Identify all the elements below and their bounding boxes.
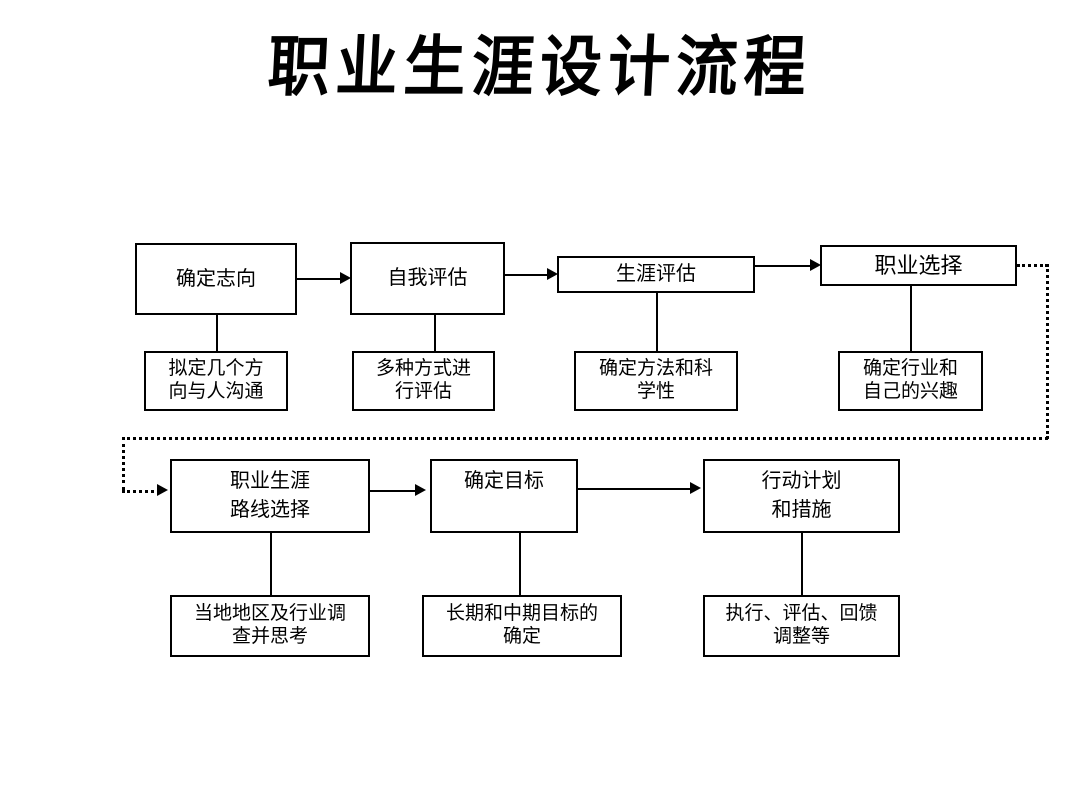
flow-subbox-industry-interest[interactable]: 确定行业和 自己的兴趣 [838, 351, 983, 411]
feedback-path-bottom [122, 437, 1048, 440]
flow-box-label: 自我评估 [387, 267, 468, 289]
connector-self-to-subbox [434, 315, 436, 351]
flow-box-label: 确定目标 [464, 470, 544, 492]
flow-subbox-label-line1: 确定方法和科 [598, 358, 713, 380]
flow-box-self-assessment[interactable]: 自我评估 [350, 242, 505, 315]
flow-box-career-path-choice[interactable]: 职业生涯 路线选择 [170, 459, 370, 533]
arrowhead-goals-to-action [690, 482, 701, 494]
flow-subbox-label-line2: 确定 [502, 626, 541, 647]
flow-box-label-line2: 和措施 [771, 499, 832, 521]
flow-box-label-line2: 路线选择 [230, 499, 310, 521]
connector-aspiration-to-subbox [216, 315, 218, 351]
connector-path-to-goals [370, 490, 418, 492]
arrowhead-career-assessment-to-choice [810, 259, 821, 271]
flow-subbox-label-line1: 当地地区及行业调 [193, 603, 346, 625]
connector-career-assessment-to-choice [755, 265, 812, 267]
feedback-path-into-box [122, 490, 160, 493]
flow-box-career-assessment[interactable]: 生涯评估 [557, 256, 755, 293]
flow-subbox-local-survey[interactable]: 当地地区及行业调 查并思考 [170, 595, 370, 657]
flow-subbox-label-line2: 查并思考 [231, 626, 308, 647]
flow-box-label: 职业选择 [874, 252, 963, 278]
flow-box-action-plan[interactable]: 行动计划 和措施 [703, 459, 900, 533]
feedback-path-top-right [1017, 264, 1048, 267]
flow-box-career-choice[interactable]: 职业选择 [820, 245, 1017, 286]
connector-path-to-subbox [270, 533, 272, 595]
flow-subbox-label-line1: 拟定几个方 [168, 358, 264, 380]
flow-subbox-method-science[interactable]: 确定方法和科 学性 [574, 351, 738, 411]
flow-subbox-label-line1: 长期和中期目标的 [445, 603, 598, 625]
page-title: 职业生涯设计流程 [265, 27, 815, 106]
flow-subbox-draft-directions[interactable]: 拟定几个方 向与人沟通 [144, 351, 288, 411]
flow-box-label: 生涯评估 [616, 263, 696, 285]
arrowhead-self-to-career-assessment [547, 268, 558, 280]
feedback-path-right-down [1046, 264, 1049, 439]
flow-box-label-line1: 行动计划 [761, 470, 842, 492]
connector-goals-to-subbox [519, 533, 521, 595]
flow-subbox-execute-feedback[interactable]: 执行、评估、回馈 调整等 [703, 595, 900, 657]
connector-action-to-subbox [801, 533, 803, 595]
connector-aspiration-to-self [297, 278, 343, 280]
arrowhead-aspiration-to-self [340, 272, 351, 284]
connector-career-assessment-to-subbox [656, 293, 658, 351]
connector-self-to-career-assessment [505, 274, 550, 276]
flow-subbox-long-mid-goals[interactable]: 长期和中期目标的 确定 [422, 595, 622, 657]
flow-subbox-label-line2: 行评估 [394, 381, 452, 402]
flow-box-label-line1: 职业生涯 [230, 470, 310, 492]
flow-subbox-label-line2: 向与人沟通 [168, 381, 264, 402]
flow-box-label: 确定志向 [176, 267, 256, 290]
flow-subbox-label-line2: 学性 [636, 381, 675, 402]
feedback-path-left-down [122, 437, 125, 490]
flow-subbox-label-line2: 调整等 [772, 626, 830, 647]
flow-box-set-goals[interactable]: 确定目标 [430, 459, 578, 533]
flow-box-determine-aspiration[interactable]: 确定志向 [135, 243, 297, 315]
connector-career-choice-to-subbox [910, 286, 912, 351]
arrowhead-feedback-into-path-box [157, 484, 168, 496]
flow-subbox-multiple-methods[interactable]: 多种方式进 行评估 [352, 351, 495, 411]
connector-goals-to-action [578, 488, 692, 490]
flow-subbox-label-line1: 执行、评估、回馈 [725, 603, 878, 625]
flow-subbox-label-line2: 自己的兴趣 [862, 381, 958, 402]
flow-subbox-label-line1: 多种方式进 [375, 358, 471, 380]
arrowhead-path-to-goals [415, 484, 426, 496]
flow-subbox-label-line1: 确定行业和 [862, 358, 958, 380]
